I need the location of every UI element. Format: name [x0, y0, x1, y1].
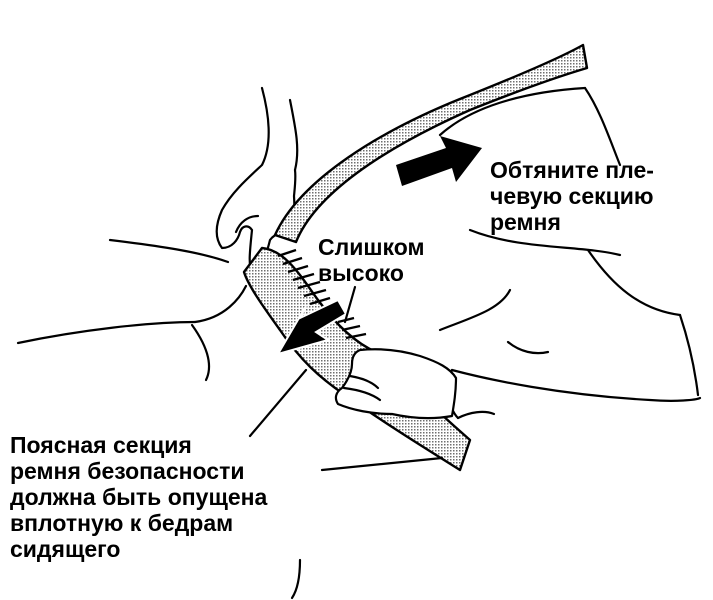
label-line: сидящего	[10, 536, 121, 562]
label-line: Поясная секция	[10, 432, 192, 458]
label-line: Слишком	[318, 234, 425, 260]
label-line: чевую секцию	[490, 183, 654, 209]
label-line: Обтяните пле-	[490, 157, 654, 183]
label-lap-belt: Поясная секция ремня безопасности должна…	[10, 432, 267, 562]
belt-buckle	[277, 248, 367, 340]
left-hand	[215, 86, 299, 274]
right-hand	[334, 348, 458, 420]
seat-outline	[16, 238, 302, 600]
leader-lines	[248, 285, 444, 472]
label-line: ремня безопасности	[10, 458, 245, 484]
label-line: должна быть опущена	[10, 484, 268, 510]
shoulder-belt	[273, 43, 589, 244]
label-tighten-shoulder-belt: Обтяните пле- чевую секцию ремня	[490, 157, 654, 235]
label-line: ремня	[490, 209, 561, 235]
label-line: вплотную к бедрам	[10, 510, 234, 536]
passenger-torso	[438, 86, 702, 420]
arrow-down-left-icon	[275, 298, 348, 356]
label-too-high: Слишком высоко	[318, 234, 425, 286]
arrow-right-icon	[396, 136, 482, 186]
label-line: высоко	[318, 260, 404, 286]
